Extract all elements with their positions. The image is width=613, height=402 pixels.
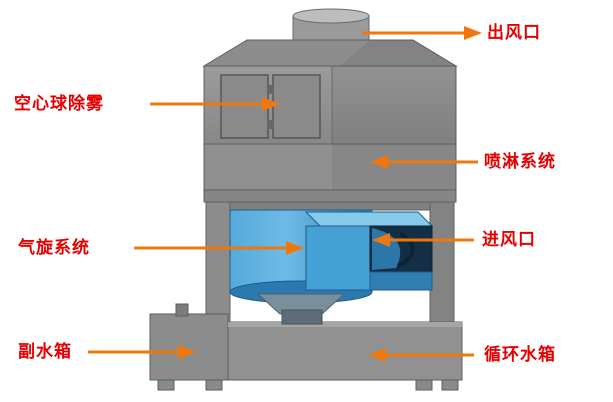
inlet-duct-front — [305, 225, 371, 291]
outlet-pipe-rim — [292, 8, 370, 24]
frame-beam-top — [203, 189, 457, 203]
arrow-cyclone-head — [286, 241, 304, 255]
label-cyclone-system: 气旋系统 — [18, 238, 90, 257]
hood-shade — [340, 40, 456, 66]
foot — [205, 379, 223, 391]
arrow-demister-head — [262, 97, 280, 111]
circulating-tank — [227, 321, 463, 381]
label-circulating-tank: 循环水箱 — [484, 345, 556, 364]
door-hinge — [267, 120, 274, 129]
arrow-outlet-head — [464, 26, 482, 40]
aux-tank — [149, 313, 229, 381]
cyclone-pedestal — [281, 309, 323, 325]
label-spray-system: 喷淋系统 — [484, 152, 556, 171]
demister-box-side-shade — [332, 66, 456, 144]
label-inlet: 进风口 — [482, 230, 536, 249]
frame-leg-left — [205, 201, 231, 323]
frame-leg-right — [429, 201, 455, 323]
demister-door-right — [272, 74, 321, 139]
arrow-inlet-head — [372, 233, 390, 247]
label-outlet: 出风口 — [487, 23, 541, 42]
inlet-duct-lower — [369, 271, 433, 291]
frame-beam-inner — [229, 201, 432, 211]
arrow-spray-head — [370, 155, 388, 169]
spray-section-shade — [332, 144, 456, 190]
demister-door-left — [220, 74, 269, 139]
foot — [157, 379, 175, 391]
label-aux-tank: 副水箱 — [18, 342, 72, 361]
arrow-aux-tank-head — [178, 345, 196, 359]
foot — [415, 379, 433, 391]
cyclone-swirl-line — [397, 232, 415, 268]
spray-section — [203, 143, 457, 191]
arrow-circulating-tank-head — [368, 348, 386, 362]
aux-tank-nub — [175, 303, 189, 317]
inlet-duct-top — [304, 211, 434, 227]
circulating-tank-top-edge — [228, 322, 462, 327]
foot — [441, 379, 459, 391]
door-hinge — [267, 85, 274, 94]
label-demister: 空心球除雾 — [14, 94, 104, 113]
